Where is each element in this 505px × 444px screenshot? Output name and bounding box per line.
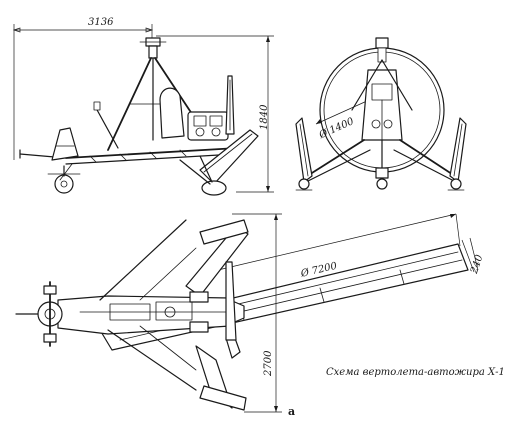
dimension-span: 2700 <box>263 350 274 376</box>
plan-view <box>15 213 479 413</box>
dimension-height: 1840 <box>259 104 270 130</box>
side-view <box>12 24 274 196</box>
figure-caption: Схема вертолета-автожира Х-1 <box>326 367 505 378</box>
view-letter: а <box>288 405 296 418</box>
dimension-overall-length: 3136 <box>88 17 114 28</box>
front-view <box>295 37 467 191</box>
